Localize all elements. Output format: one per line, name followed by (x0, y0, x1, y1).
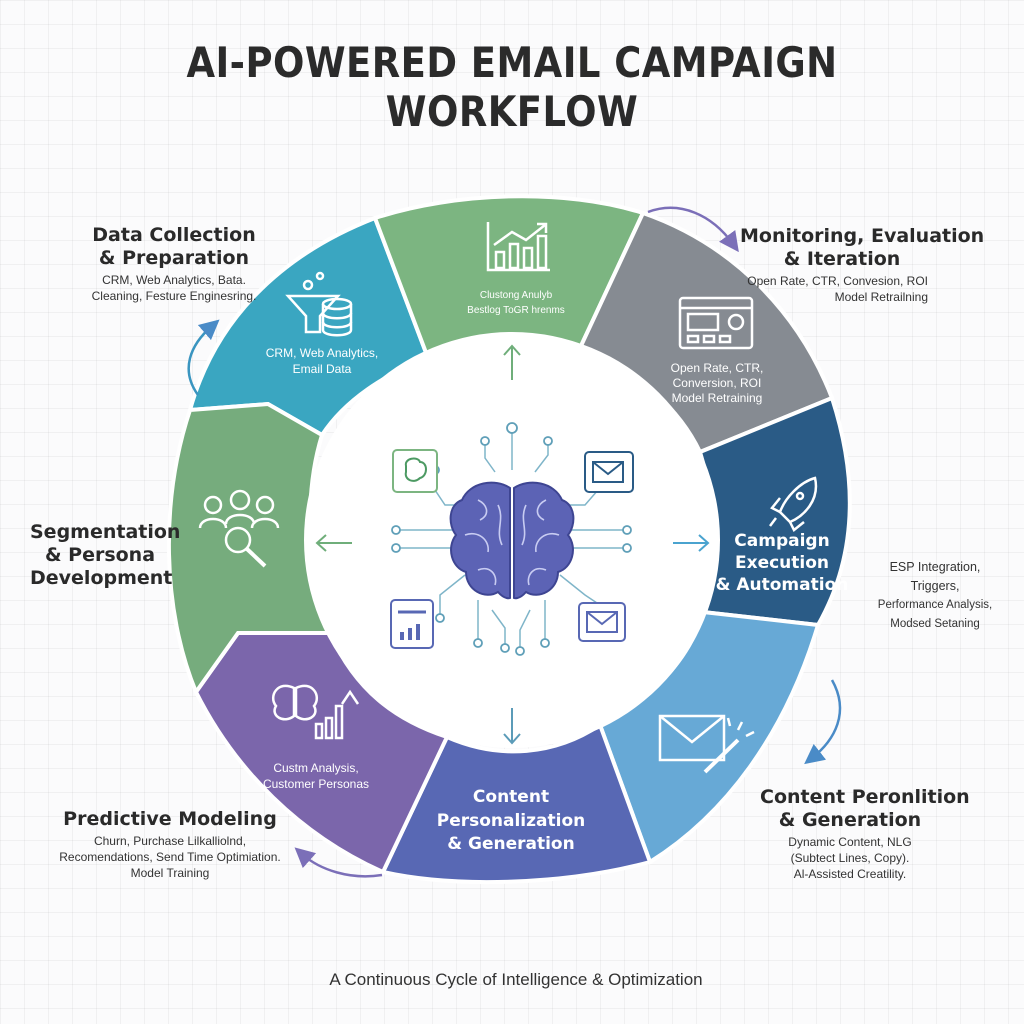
envelope-box-icon (578, 602, 626, 642)
top-text-line-2: Bestlog ToGR hrenms (467, 305, 565, 316)
monitoring-heading-2: & Iteration (783, 248, 901, 270)
brain-icon (449, 481, 575, 600)
top-text-line-1: Clustong Anulyb (480, 290, 553, 301)
predictive-detail-3: Model Training (130, 866, 210, 880)
label-data-collection: Data Collection & Preparation CRM, Web A… (84, 224, 264, 304)
predictive-detail-2: Recomendations, Send Time Optimiation. (59, 850, 281, 864)
navy-heading-line-2: Execution (735, 553, 829, 573)
campaign-detail-3: Performance Analysis, (877, 599, 993, 611)
navy-heading-line-3: & Automation (716, 575, 849, 595)
data-collection-detail-2: Cleaning, Festure Enginesring. (91, 289, 257, 303)
campaign-detail-1: ESP Integration, (889, 560, 981, 574)
segmentation-heading-2: & Persona (44, 544, 156, 566)
data-collection-detail-1: CRM, Web Analytics, Bata. (102, 273, 246, 287)
segment-purple-text: Custm Analysis, Customer Personas (263, 761, 369, 791)
footer-caption: A Continuous Cycle of Intelligence & Opt… (329, 970, 703, 989)
campaign-detail-2: Triggers, (910, 579, 960, 593)
center-circle (304, 332, 720, 748)
users-search-icon (198, 489, 280, 568)
content-peron-detail-2: (Subtect Lines, Copy). (790, 851, 910, 865)
segment-navy-heading: Campaign Execution & Automation (716, 531, 849, 595)
label-campaign-details: ESP Integration, Triggers, Performance A… (870, 556, 1000, 634)
chart-box-icon (390, 599, 434, 649)
monitoring-detail-1: Open Rate, CTR, Convesion, ROI (747, 274, 928, 288)
label-predictive: Predictive Modeling Churn, Purchase Lilk… (50, 808, 290, 881)
purple-text-line-2: Customer Personas (263, 777, 369, 791)
segment-teal-text: CRM, Web Analytics, Email Data (266, 346, 378, 376)
content-peron-heading-1: Content Peronlition (760, 786, 970, 808)
direction-arrows (315, 344, 710, 745)
monitoring-heading-1: Monitoring, Evaluation (740, 225, 985, 247)
outer-cycle-arrows (187, 206, 842, 878)
navy-heading-line-1: Campaign (734, 531, 829, 551)
teal-text-line-1: CRM, Web Analytics, (266, 346, 378, 360)
label-content-peronlition: Content Peronlition & Generation Dynamic… (760, 786, 970, 882)
segment-top-text: Clustong Anulyb Bestlog ToGR hrenms (467, 290, 565, 316)
segmentation-heading-1: Segmentation (30, 521, 181, 543)
label-segmentation: Segmentation & Persona Development (30, 521, 181, 590)
content-peron-detail-1: Dynamic Content, NLG (788, 835, 912, 849)
dashboard-icon (678, 296, 754, 350)
segment-indigo-heading: Content Personalization & Generation (437, 787, 586, 854)
content-peron-heading-2: & Generation (778, 809, 922, 831)
email-box-icon (584, 451, 634, 493)
indigo-heading-line-3: & Generation (447, 834, 574, 854)
data-collection-heading-2: & Preparation (98, 247, 250, 269)
gray-text-line-3: Model Retraining (672, 391, 763, 405)
ring (166, 194, 852, 885)
growth-chart-icon (486, 222, 550, 272)
persona-brain-box-icon (392, 449, 438, 493)
page-title: AI-POWERED EMAIL CAMPAIGN WORKFLOW (186, 38, 838, 136)
predictive-heading-1: Predictive Modeling (63, 808, 277, 830)
content-peron-detail-3: Al-Assisted Creatility. (793, 867, 907, 881)
predictive-detail-1: Churn, Purchase Lilkalliolnd, (93, 834, 247, 848)
teal-text-line-2: Email Data (293, 362, 352, 376)
gray-text-line-1: Open Rate, CTR, (671, 361, 764, 375)
label-monitoring: Monitoring, Evaluation & Iteration Open … (740, 225, 985, 305)
brain-chart-icon (271, 684, 360, 740)
funnel-database-icon (285, 271, 353, 337)
segmentation-heading-3: Development (30, 567, 173, 589)
gray-text-line-2: Conversion, ROI (673, 376, 762, 390)
campaign-detail-4: Modsed Setaning (890, 618, 980, 630)
indigo-heading-line-2: Personalization (437, 811, 586, 831)
rocket-icon (769, 476, 818, 532)
envelope-wand-icon (658, 714, 755, 774)
data-collection-heading-1: Data Collection (92, 224, 256, 246)
monitoring-detail-2: Model Retrailning (834, 290, 928, 304)
indigo-heading-line-1: Content (473, 787, 549, 807)
purple-text-line-1: Custm Analysis, (273, 761, 358, 775)
segment-gray-text: Open Rate, CTR, Conversion, ROI Model Re… (671, 361, 764, 405)
